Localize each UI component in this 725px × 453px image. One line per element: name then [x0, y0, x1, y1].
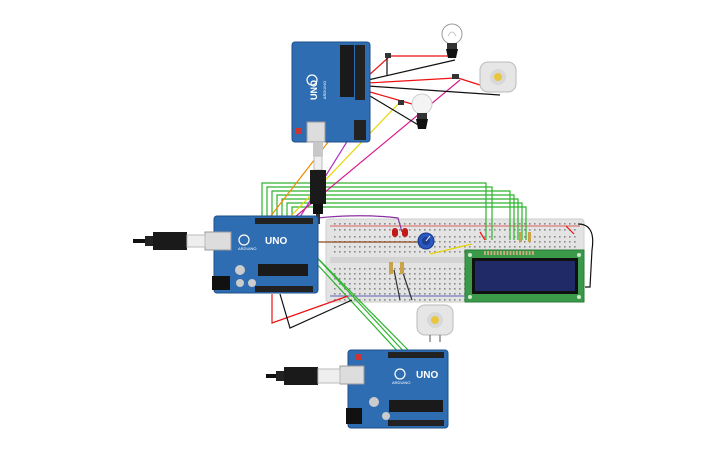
wire-red	[367, 55, 450, 77]
wire-green	[271, 190, 511, 240]
dc-motor-icon[interactable]	[479, 61, 517, 93]
board-brand-label: ARDUINO	[392, 380, 410, 385]
light-bulb-icon[interactable]	[411, 93, 433, 129]
arduino-logo-icon	[238, 234, 250, 246]
wire-black	[367, 85, 501, 96]
wire-red	[271, 294, 349, 324]
arduino-uno-middle[interactable]: UNO ARDUINO	[204, 215, 319, 294]
wire-black	[401, 269, 413, 301]
arduino-logo-icon	[306, 74, 318, 86]
light-bulb-icon[interactable]	[441, 23, 463, 58]
wire-green	[276, 194, 515, 240]
wire-black	[279, 293, 353, 329]
wire-green	[286, 202, 523, 240]
wire-yellow	[289, 101, 401, 218]
resistor-icon[interactable]	[389, 232, 531, 274]
wire-black	[577, 223, 594, 288]
wire-green	[281, 198, 519, 240]
arduino-logo-icon	[394, 368, 406, 380]
usb-port	[339, 365, 365, 385]
wire-yellow	[429, 243, 473, 255]
wire-red	[367, 77, 456, 84]
wire-green	[261, 182, 487, 240]
usb-port	[204, 231, 232, 251]
board-model-label: UNO	[309, 80, 319, 100]
wire-red	[565, 225, 575, 235]
potentiometer-icon[interactable]	[417, 232, 435, 250]
usb-cable-icon	[266, 367, 341, 385]
wire-black	[367, 59, 456, 81]
led-icon[interactable]	[392, 228, 408, 237]
board-brand-label: ARDUINO	[322, 81, 327, 99]
usb-cable-icon	[133, 232, 206, 250]
lcd-pin-header	[484, 251, 534, 255]
wire-green	[291, 206, 527, 240]
wire-red	[369, 91, 413, 105]
board-model-label: UNO	[416, 370, 438, 381]
lcd-screen	[475, 261, 575, 291]
wire-black	[369, 95, 421, 127]
lcd-display[interactable]	[464, 249, 585, 303]
wire-green	[266, 186, 493, 240]
board-brand-label: ARDUINO	[238, 246, 256, 251]
usb-cable-icon	[310, 142, 326, 224]
dc-motor-icon[interactable]	[416, 304, 454, 342]
arduino-uno-bottom[interactable]: UNO ARDUINO	[339, 349, 449, 429]
board-model-label: UNO	[265, 236, 287, 247]
wire-black	[393, 269, 401, 301]
wire-red	[479, 231, 486, 241]
arduino-uno-top[interactable]: UNO ARDUINO	[291, 41, 371, 143]
usb-port	[306, 121, 326, 143]
push-button-icon[interactable]	[385, 53, 459, 105]
